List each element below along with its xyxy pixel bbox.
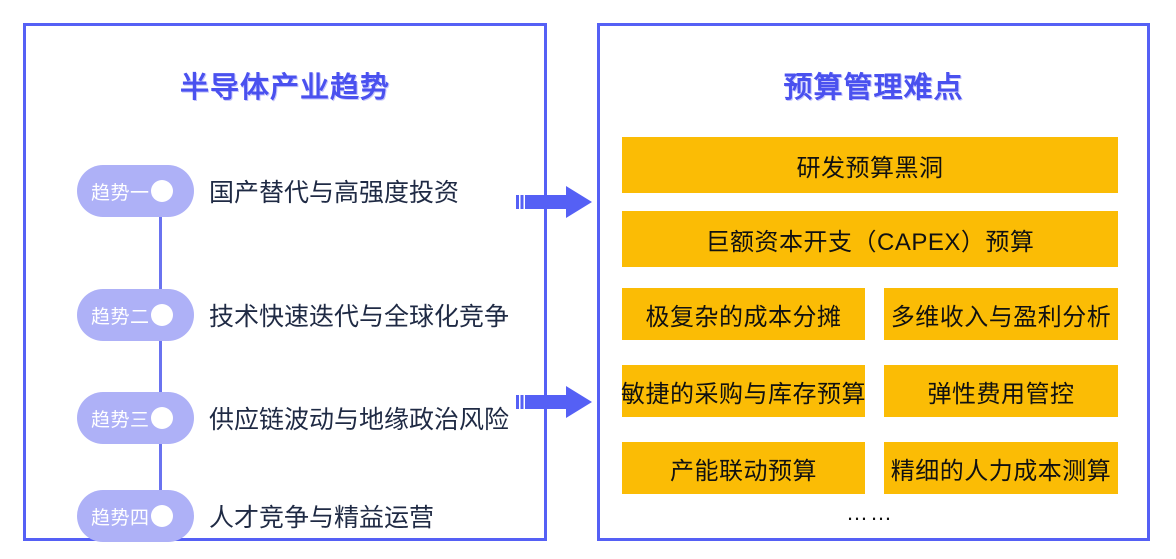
trend-label-1: 国产替代与高强度投资 bbox=[209, 179, 460, 207]
pain-point-box-5[interactable]: 敏捷的采购与库存预算 bbox=[621, 365, 866, 417]
trend-badge-label-1: 趋势一 bbox=[91, 182, 150, 204]
trend-item-2[interactable]: 趋势二 技术快速迭代与全球化竞争 bbox=[77, 289, 509, 341]
trend-node-dot-1 bbox=[151, 180, 173, 202]
right-panel-title: 预算管理难点 bbox=[783, 72, 964, 104]
trend-badge-2: 趋势二 bbox=[77, 289, 194, 341]
pain-point-box-2[interactable]: 巨额资本开支（CAPEX）预算 bbox=[622, 211, 1118, 267]
trend-badge-label-2: 趋势二 bbox=[91, 306, 150, 328]
right-arrow-icon-top bbox=[516, 186, 592, 218]
trend-label-2: 技术快速迭代与全球化竞争 bbox=[209, 303, 510, 331]
trend-node-dot-3 bbox=[151, 407, 173, 429]
trend-timeline-spine bbox=[159, 191, 162, 517]
semiconductor-trends-panel: 半导体产业趋势 趋势一 国产替代与高强度投资 趋势二 技术快速迭代与全球化竞争 … bbox=[23, 23, 547, 542]
trend-badge-4: 趋势四 bbox=[77, 490, 194, 542]
pain-point-box-8[interactable]: 精细的人力成本测算 bbox=[884, 442, 1118, 494]
trend-node-dot-2 bbox=[151, 304, 173, 326]
trend-badge-label-4: 趋势四 bbox=[91, 507, 150, 529]
trend-item-4[interactable]: 趋势四 人才竞争与精益运营 bbox=[77, 490, 434, 542]
right-arrow-icon-bottom bbox=[516, 386, 592, 418]
trend-node-dot-4 bbox=[151, 505, 173, 527]
trend-badge-3: 趋势三 bbox=[77, 392, 194, 444]
left-panel-title: 半导体产业趋势 bbox=[179, 72, 390, 104]
pain-point-box-3[interactable]: 极复杂的成本分摊 bbox=[622, 288, 865, 340]
trend-item-3[interactable]: 趋势三 供应链波动与地缘政治风险 bbox=[77, 392, 509, 444]
trend-label-4: 人才竞争与精益运营 bbox=[209, 504, 435, 532]
trend-label-3: 供应链波动与地缘政治风险 bbox=[209, 406, 510, 434]
trend-badge-label-3: 趋势三 bbox=[91, 409, 150, 431]
pain-point-box-7[interactable]: 产能联动预算 bbox=[622, 442, 865, 494]
pain-point-box-6[interactable]: 弹性费用管控 bbox=[884, 365, 1118, 417]
pain-point-box-1[interactable]: 研发预算黑洞 bbox=[622, 137, 1118, 193]
trend-item-1[interactable]: 趋势一 国产替代与高强度投资 bbox=[77, 165, 459, 217]
pain-point-box-4[interactable]: 多维收入与盈利分析 bbox=[884, 288, 1118, 340]
more-items-ellipsis: …… bbox=[846, 500, 894, 525]
trend-badge-1: 趋势一 bbox=[77, 165, 194, 217]
